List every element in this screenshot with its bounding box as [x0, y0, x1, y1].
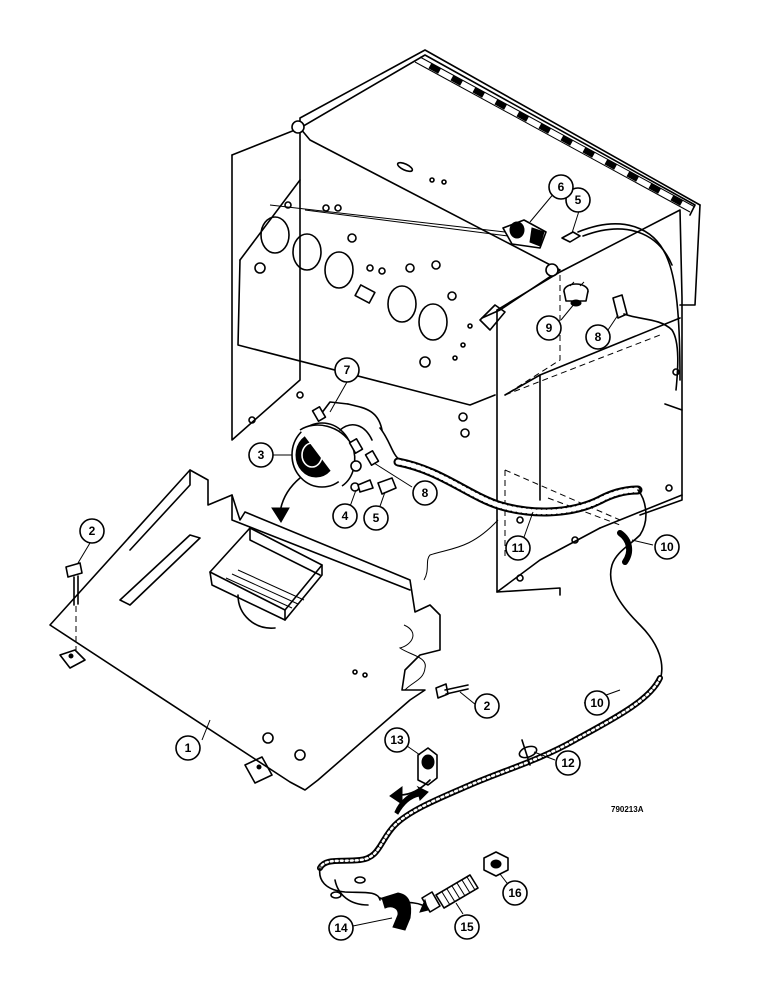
cable-tie — [518, 739, 538, 766]
sensor-threads — [441, 876, 476, 906]
console-housing — [231, 49, 701, 596]
callout-8-upper-label: 8 — [595, 330, 602, 344]
callout-8-upper: 8 — [585, 324, 611, 350]
callout-7: 7 — [334, 357, 360, 383]
callout-4: 4 — [332, 503, 358, 529]
upper-wire-connector — [561, 223, 681, 381]
callout-15: 15 — [454, 914, 480, 940]
callout-2-right: 2 — [474, 693, 500, 719]
bottom-knob — [419, 356, 431, 368]
top-knob-left — [291, 120, 305, 134]
tachometer-gauge — [291, 422, 362, 488]
elbow-fitting — [381, 892, 412, 931]
callout-3: 3 — [248, 442, 274, 468]
callout-5-upper: 5 — [565, 187, 591, 213]
callout-5-upper-label: 5 — [575, 193, 582, 207]
bolt-left — [65, 562, 83, 650]
callout-2-left: 2 — [79, 518, 105, 544]
callout-5-lower: 5 — [363, 505, 389, 531]
callout-10-lower-label: 10 — [590, 696, 604, 710]
callout-4-label: 4 — [342, 509, 349, 523]
callout-2-right-label: 2 — [484, 699, 491, 713]
callout-1-label: 1 — [185, 741, 192, 755]
callout-10-upper-label: 10 — [660, 540, 674, 554]
ignition-switch — [269, 204, 547, 249]
callout-9-label: 9 — [546, 321, 553, 335]
callout-13: 13 — [384, 727, 410, 753]
callout-11-label: 11 — [512, 541, 525, 555]
temperature-sender — [563, 281, 589, 307]
callout-14: 14 — [328, 915, 354, 941]
bolt-right — [435, 683, 469, 699]
installation-arrow-clip — [389, 779, 431, 805]
callout-8-lower-label: 8 — [422, 486, 429, 500]
gauge-openings — [260, 201, 473, 361]
callout-15-label: 15 — [460, 920, 474, 934]
mounting-plate — [49, 469, 441, 791]
callout-16: 16 — [502, 880, 528, 906]
hidden-wire-path — [423, 519, 499, 581]
callout-16-label: 16 — [508, 886, 522, 900]
harness-clip — [394, 747, 438, 815]
callout-13-label: 13 — [390, 733, 404, 747]
callout-6-label: 6 — [558, 180, 565, 194]
callout-9: 9 — [536, 315, 562, 341]
drawing-code: 790213A — [611, 805, 644, 814]
installation-arrow-gauge — [271, 477, 301, 523]
callout-12: 12 — [555, 750, 581, 776]
callout-11: 11 — [505, 535, 531, 561]
callout-12-label: 12 — [561, 756, 575, 770]
gauge-harness — [311, 401, 401, 466]
callout-14-label: 14 — [334, 921, 348, 935]
callout-10-lower: 10 — [584, 690, 610, 716]
side-knob — [254, 262, 266, 274]
callout-5-lower-label: 5 — [373, 511, 380, 525]
callout-8-lower: 8 — [412, 480, 438, 506]
plate-wire-path — [398, 624, 426, 691]
wire-harness-conduit — [393, 457, 643, 517]
lower-terminals — [350, 477, 397, 495]
callout-7-label: 7 — [344, 363, 351, 377]
callout-1: 1 — [175, 735, 201, 761]
callout-3-label: 3 — [258, 448, 265, 462]
hex-nut — [483, 851, 509, 877]
battery-lead — [317, 489, 663, 871]
hinge-knuckles — [428, 63, 684, 206]
threaded-sensor — [419, 874, 479, 913]
callout-2-left-label: 2 — [89, 524, 96, 538]
upper-terminal — [612, 294, 679, 391]
callout-10-upper: 10 — [654, 534, 680, 560]
callout-6: 6 — [548, 174, 574, 200]
